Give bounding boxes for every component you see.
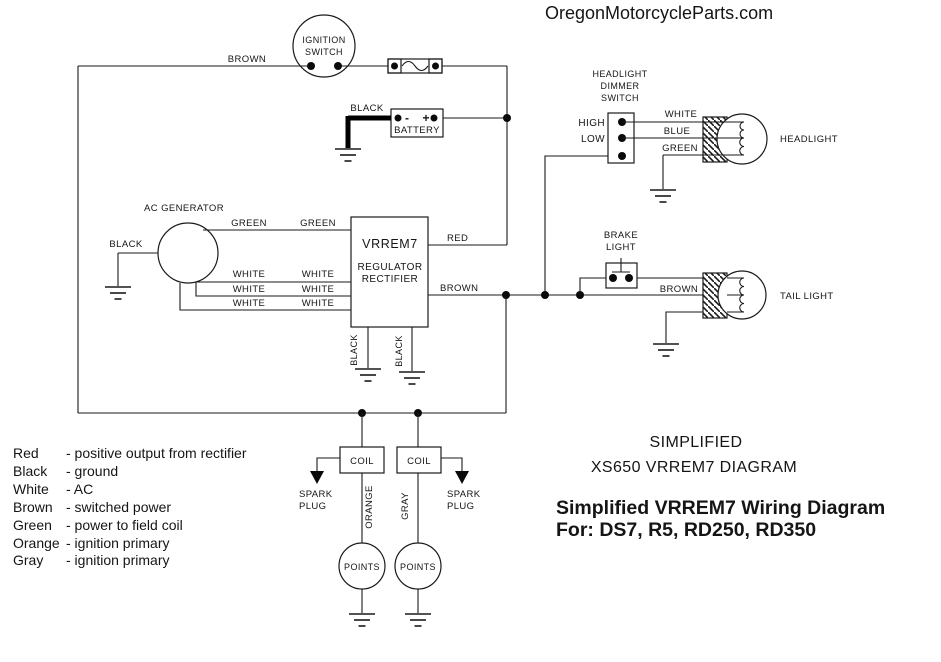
points-left: POINTS	[338, 542, 386, 627]
ac-generator: AC GENERATOR BLACK GREEN GREEN WHITE WHI…	[104, 203, 351, 311]
tail-light: BROWN TAIL LIGHT	[652, 270, 834, 357]
label-headlight-blue: BLUE	[664, 126, 690, 137]
label-white-3b: WHITE	[302, 298, 335, 309]
headlight: WHITE BLUE GREEN HEADLIGHT	[622, 109, 838, 203]
site-title: OregonMotorcycleParts.com	[545, 3, 773, 23]
label-white-3a: WHITE	[233, 298, 266, 309]
caption-xs650: XS650 VRREM7 DIAGRAM	[591, 459, 797, 476]
spark-plug-arrow-left: SPARK PLUG	[299, 457, 340, 512]
regulator-grounds: BLACK BLACK	[349, 327, 426, 385]
label-brown-tail: BROWN	[660, 284, 698, 295]
coil-right: COIL GRAY	[396, 409, 442, 543]
points-right-label: POINTS	[400, 562, 436, 572]
legend-desc-4: - power to field coil	[66, 517, 183, 533]
dimmer-title-2: DIMMER	[601, 81, 640, 91]
spark-right-label-2: PLUG	[447, 501, 474, 512]
label-green-1: GREEN	[231, 218, 267, 229]
legend-name-1: Black	[13, 463, 48, 479]
coil-left: COIL ORANGE	[339, 409, 385, 543]
ignition-switch: IGNITION SWITCH	[292, 14, 356, 78]
coil-left-label: COIL	[350, 456, 374, 467]
spark-plug-arrow-right: SPARK PLUG	[441, 457, 481, 512]
legend-desc-3: - switched power	[66, 499, 171, 515]
label-headlight-white: WHITE	[665, 109, 698, 120]
vrrem7-type-1: REGULATOR	[358, 262, 423, 273]
label-brown-output: BROWN	[440, 283, 478, 294]
legend-desc-1: - ground	[66, 463, 118, 479]
points-right: POINTS	[394, 542, 442, 627]
regulator-rectifier: VRREM7 REGULATOR RECTIFIER RED BROWN	[350, 216, 703, 328]
ignition-switch-label-2: SWITCH	[305, 47, 343, 57]
label-brown-top: BROWN	[228, 54, 266, 65]
brake-title-1: BRAKE	[604, 230, 638, 241]
headlight-label: HEADLIGHT	[780, 134, 838, 145]
label-vr-ground-1: BLACK	[349, 334, 359, 366]
ac-generator-label: AC GENERATOR	[144, 203, 224, 214]
label-green-2: GREEN	[300, 218, 336, 229]
dimmer-low-label: LOW	[581, 134, 605, 145]
dimmer-high-label: HIGH	[578, 118, 605, 129]
label-generator-black: BLACK	[109, 239, 142, 250]
caption-bold-2: For: DS7, R5, RD250, RD350	[556, 519, 816, 541]
legend-desc-2: - AC	[66, 481, 93, 497]
legend-name-5: Orange	[13, 535, 60, 551]
battery-ground: BLACK	[334, 103, 391, 162]
legend-name-4: Green	[13, 517, 52, 533]
battery-minus: -	[405, 111, 409, 125]
label-vr-ground-2: BLACK	[394, 335, 404, 367]
label-battery-ground-black: BLACK	[350, 103, 383, 114]
brake-light-switch: BRAKE LIGHT	[579, 230, 703, 295]
spark-left-label-1: SPARK	[299, 489, 333, 500]
coil-right-label: COIL	[407, 456, 431, 467]
vrrem7-type-2: RECTIFIER	[362, 274, 418, 285]
label-orange-wire: ORANGE	[364, 485, 375, 529]
spark-right-label-1: SPARK	[447, 489, 481, 500]
tail-light-label: TAIL LIGHT	[780, 291, 834, 302]
legend-desc-6: - ignition primary	[66, 552, 169, 568]
battery-label: BATTERY	[394, 125, 440, 136]
label-white-2b: WHITE	[302, 284, 335, 295]
dimmer-title-1: HEADLIGHT	[592, 69, 647, 79]
headlight-dimmer-switch: HEADLIGHT DIMMER SWITCH HIGH LOW	[544, 69, 647, 295]
main-loop-wires: BROWN	[77, 54, 508, 414]
legend-name-0: Red	[13, 445, 39, 461]
spark-left-label-2: PLUG	[299, 501, 326, 512]
label-white-2a: WHITE	[233, 284, 266, 295]
caption-block: SIMPLIFIED XS650 VRREM7 DIAGRAM Simplifi…	[556, 434, 885, 541]
label-gray-wire: GRAY	[400, 492, 411, 520]
battery: - + BATTERY	[390, 108, 511, 138]
vrrem7-name: VRREM7	[362, 237, 418, 251]
wire-color-legend: Red - positive output from rectifier Bla…	[13, 445, 247, 568]
legend-desc-0: - positive output from rectifier	[66, 445, 247, 461]
points-left-label: POINTS	[344, 562, 380, 572]
brake-title-2: LIGHT	[606, 242, 636, 253]
legend-name-6: Gray	[13, 552, 43, 568]
caption-bold-1: Simplified VRREM7 Wiring Diagram	[556, 497, 885, 519]
legend-name-2: White	[13, 481, 49, 497]
label-headlight-green: GREEN	[662, 143, 698, 154]
legend-name-3: Brown	[13, 499, 53, 515]
battery-plus: +	[422, 111, 429, 125]
fuse	[387, 58, 443, 74]
legend-desc-5: - ignition primary	[66, 535, 169, 551]
label-red-output: RED	[447, 233, 468, 244]
label-white-1a: WHITE	[233, 269, 266, 280]
caption-simplified: SIMPLIFIED	[650, 434, 743, 451]
label-white-1b: WHITE	[302, 269, 335, 280]
dimmer-title-3: SWITCH	[601, 93, 639, 103]
ignition-switch-label-1: IGNITION	[302, 35, 345, 45]
